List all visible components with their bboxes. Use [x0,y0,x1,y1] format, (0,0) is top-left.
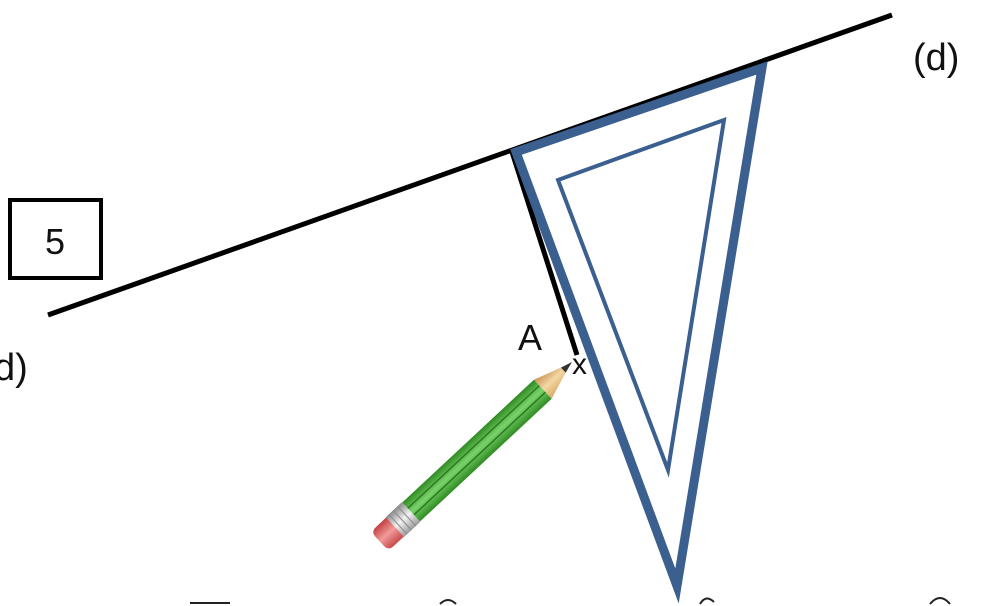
step-number-box: 5 [8,198,103,280]
set-square [510,61,768,604]
line-d-label-right: (d) [913,37,959,79]
cropped-text-artifacts [190,597,951,605]
line-d [47,12,893,318]
point-a-mark: x [572,348,587,381]
drawn-segment [509,151,580,356]
line-d-label-left: d) [0,347,28,389]
point-a-label: A [518,317,542,358]
step-number: 5 [45,221,65,262]
pencil-icon [373,362,572,549]
